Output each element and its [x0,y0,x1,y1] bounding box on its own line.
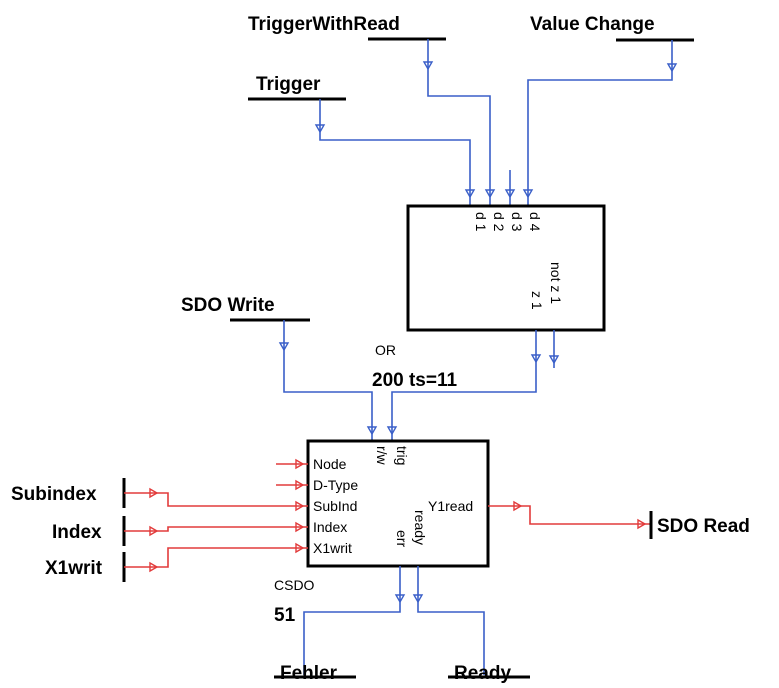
sdo-read-label: SDO Read [657,516,750,537]
output-ready[interactable]: Ready [448,663,530,684]
index-label: Index [52,522,102,543]
or-pin-d3: d 3 [509,212,525,232]
csdo-pin-trig: trig [394,446,410,465]
csdo-pin-x1writ: X1writ [313,540,352,556]
trigger-label: Trigger [256,74,321,95]
csdo-pin-node: Node [313,456,347,472]
sdo-write-label: SDO Write [181,295,275,316]
csdo-pin-d-type: D-Type [313,477,358,493]
input-trigger-with-read[interactable]: TriggerWithRead [248,14,446,41]
input-trigger[interactable]: Trigger [248,74,346,101]
csdo-pin-y1read: Y1read [428,498,473,514]
csdo-block-number-label: 51 [274,605,296,626]
or-block[interactable]: d 1 d 2 d 3 d 4 z 1 not z 1 [406,204,606,332]
input-sdo-write[interactable]: SDO Write [181,295,310,322]
subindex-label: Subindex [11,484,97,505]
output-fehler[interactable]: Fehler [274,663,356,684]
or-input-wires [314,39,678,205]
x1writ-label: X1writ [45,558,103,579]
csdo-pin-err: err [394,530,410,547]
or-pin-d2: d 2 [491,212,507,232]
csdo-block-type-label: CSDO [274,577,315,593]
or-pin-not-z1: not z 1 [548,262,564,304]
fehler-label: Fehler [280,663,338,684]
input-value-change[interactable]: Value Change [530,14,694,42]
ready-label: Ready [454,663,511,684]
value-change-label: Value Change [530,14,655,35]
or-block-body [406,204,606,332]
csdo-block-body [306,439,490,568]
or-pin-z1: z 1 [529,291,545,310]
or-block-info-label: 200 ts=11 [372,370,457,391]
input-x1writ[interactable]: X1writ [45,552,126,582]
or-pin-d4: d 4 [527,212,543,232]
output-sdo-read[interactable]: SDO Read [649,511,750,539]
or-block-type-label: OR [375,342,396,358]
csdo-pin-rw: r/w [374,446,390,466]
input-index[interactable]: Index [52,516,126,546]
csdo-pin-ready: ready [412,510,428,545]
csdo-block[interactable]: Node D-Type SubInd Index X1writ r/w trig… [306,439,490,568]
csdo-pin-index: Index [313,519,347,535]
csdo-output-wires [303,500,650,675]
trigger-with-read-label: TriggerWithRead [248,14,400,35]
or-pin-d1: d 1 [473,212,489,232]
input-subindex[interactable]: Subindex [11,478,126,508]
csdo-pin-subind: SubInd [313,498,357,514]
csdo-input-wires [124,458,308,573]
or-output-wires [278,320,560,440]
